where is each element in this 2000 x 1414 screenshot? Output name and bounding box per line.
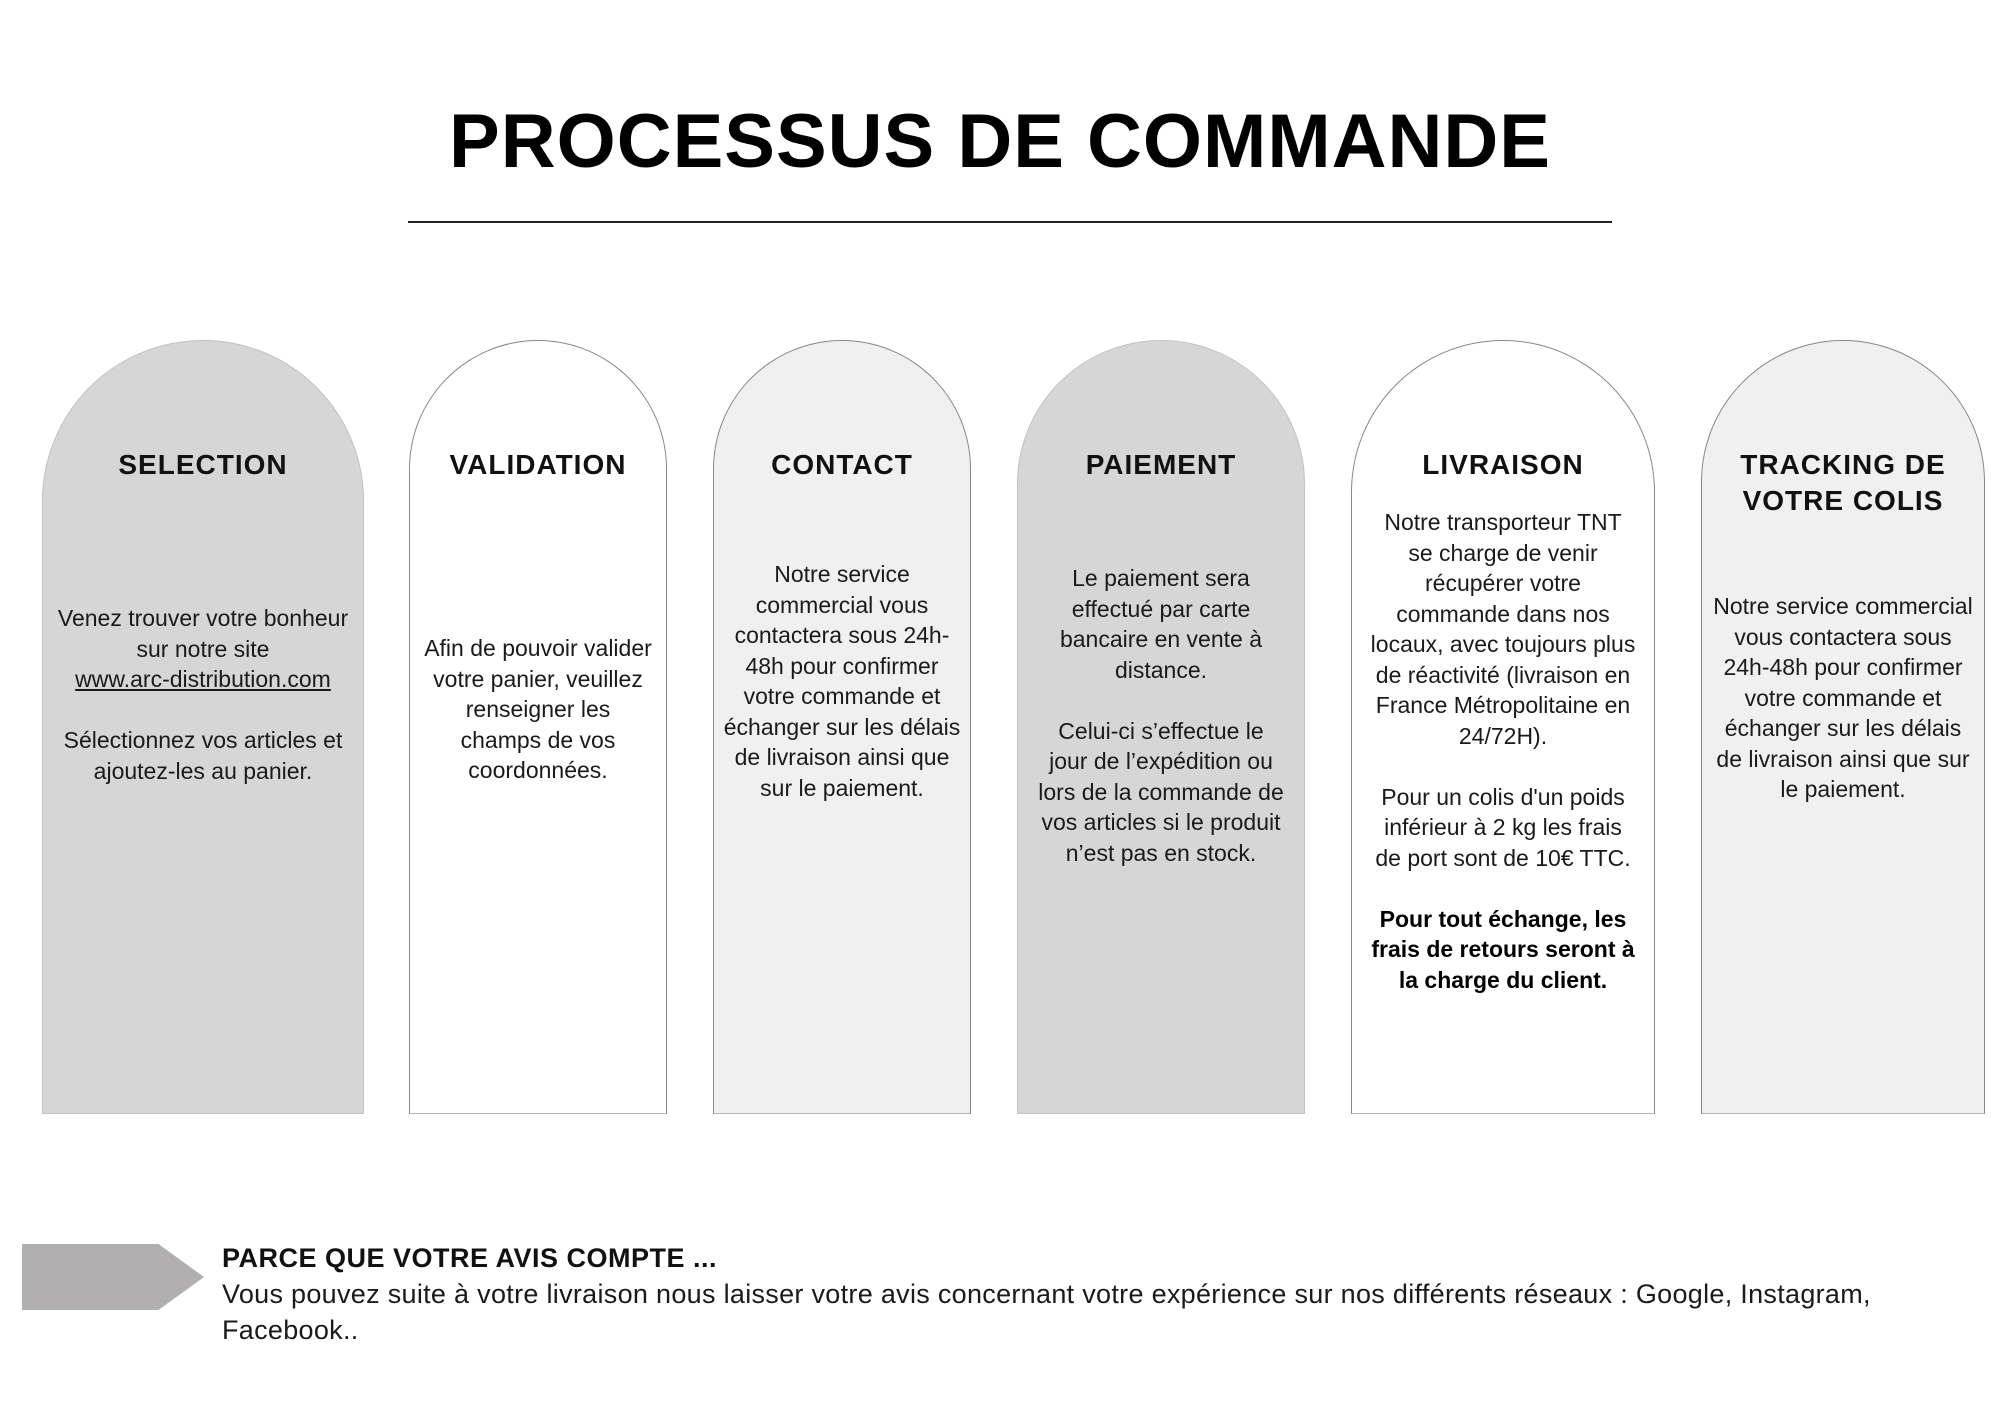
step-description: Notre service commercial vous contactera…	[1710, 591, 1976, 805]
step-text: Sélectionnez vos articles et ajoutez-les…	[63, 727, 343, 784]
page-title: PROCESSUS DE COMMANDE	[449, 99, 1551, 184]
step-text: Notre transporteur TNT se charge de veni…	[1370, 509, 1636, 749]
step-description: Notre service commercial vous contactera…	[720, 559, 964, 803]
step-text: Celui-ci s’effectue le jour de l’expédit…	[1038, 717, 1284, 866]
website-link[interactable]: www.arc-distribution.com	[75, 666, 331, 692]
review-section: PARCE QUE VOTRE AVIS COMPTE ... Vous pou…	[222, 1240, 1962, 1348]
step-text: Pour un colis d'un poids inférieur à 2 k…	[1375, 783, 1631, 871]
step-description: Afin de pouvoir valider votre panier, ve…	[424, 633, 652, 786]
step-tracking: TRACKING DE VOTRE COLIS Notre service co…	[1701, 340, 1985, 1114]
step-description: Venez trouver votre bonheur sur notre si…	[57, 603, 349, 786]
step-livraison: LIVRAISON Notre transporteur TNT se char…	[1351, 340, 1655, 1114]
step-selection: SELECTION Venez trouver votre bonheur su…	[42, 340, 364, 1114]
step-title: CONTACT	[771, 449, 913, 480]
step-contact: CONTACT Notre service commercial vous co…	[713, 340, 971, 1114]
step-title: TRACKING DE VOTRE COLIS	[1740, 449, 1946, 516]
step-text: Venez trouver votre bonheur sur notre si…	[57, 605, 349, 662]
title-divider	[408, 221, 1612, 223]
step-text: Notre service commercial vous contactera…	[723, 561, 961, 801]
step-text: Le paiement sera effectué par carte banc…	[1059, 565, 1263, 683]
step-title: SELECTION	[118, 449, 288, 480]
step-paiement: PAIEMENT Le paiement sera effectué par c…	[1017, 340, 1305, 1114]
step-text-bold: Pour tout échange, les frais de retours …	[1371, 905, 1635, 993]
step-title: VALIDATION	[449, 449, 627, 480]
step-description: Notre transporteur TNT se charge de veni…	[1370, 507, 1636, 995]
step-title: PAIEMENT	[1085, 449, 1237, 480]
step-text: Afin de pouvoir valider votre panier, ve…	[424, 635, 652, 783]
step-description: Le paiement sera effectué par carte banc…	[1038, 563, 1284, 868]
step-title: LIVRAISON	[1422, 449, 1584, 480]
review-title: PARCE QUE VOTRE AVIS COMPTE ...	[222, 1243, 718, 1273]
step-validation: VALIDATION Afin de pouvoir valider votre…	[409, 340, 667, 1114]
arrow-icon	[22, 1244, 204, 1310]
step-text: Notre service commercial vous contactera…	[1713, 593, 1973, 802]
review-text: Vous pouvez suite à votre livraison nous…	[222, 1279, 1871, 1345]
